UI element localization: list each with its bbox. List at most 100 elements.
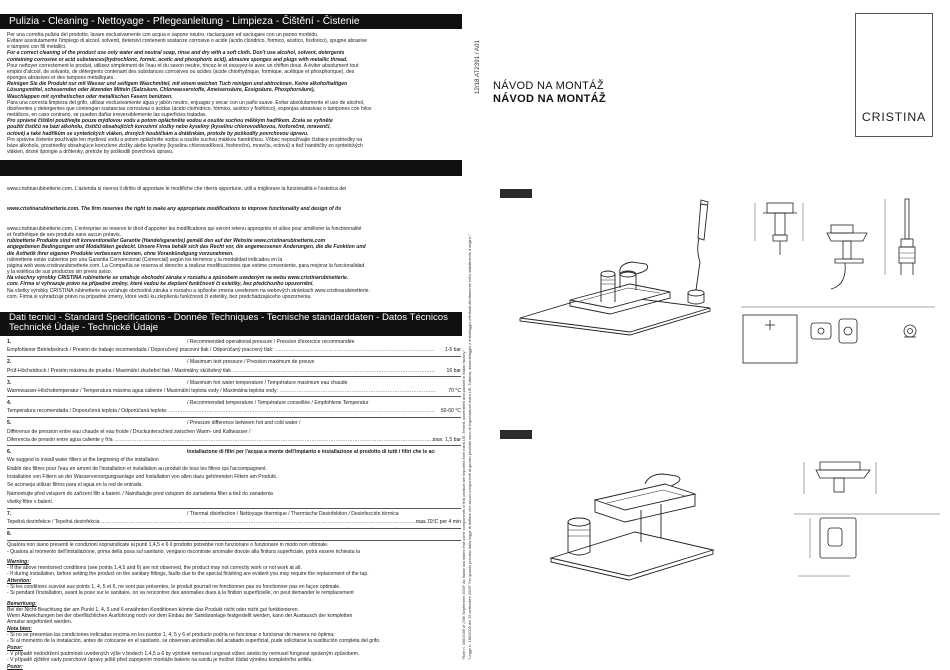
spec-row: 1./ Recommended operational pressure / P… — [7, 338, 461, 346]
product-illustration-top — [519, 199, 711, 336]
cleaning-line: emploi d'alcool, de solvants, de déterge… — [7, 68, 355, 75]
cleaning-line: éponges abrasives et des tampons métalli… — [7, 75, 115, 82]
cleaning-line: Reinigen Sie die Produkt nur mit Wasser … — [7, 81, 348, 88]
brand-logo-box: CRISTINA — [855, 13, 933, 137]
company-line: rubinetterie están cubiertos por una Gar… — [7, 256, 283, 263]
warning-note-line: - V případě nedodržení podmínek uvedenýc… — [7, 650, 360, 657]
spec-number: 5. — [7, 420, 12, 427]
spec-row: všetky filtre v balení. — [7, 498, 461, 506]
spec-label: / Recommended operational pressure / Pre… — [187, 339, 355, 345]
spec-value: 16 bar — [446, 367, 461, 374]
warning-note-line: - Si no se presentan las condiciones ind… — [7, 632, 335, 639]
spec-row: Tepelná dezinfekce / Tepelná dezinfekcia… — [7, 518, 461, 526]
product-illustration-bottom — [549, 473, 715, 581]
cleaning-line: Pre správne čistenie používajte len mydl… — [7, 136, 363, 143]
figure-tag-top — [500, 189, 532, 198]
spec-row: Etablir des filtres pour l'eau en amont … — [7, 465, 461, 473]
spec-row: 7./ Thermal disinfection / Nettoyage the… — [7, 510, 461, 518]
company-line: rubinetterie Produkte sind mit konventio… — [7, 238, 326, 245]
spec-label: Empfohlener Betriebsdruck / Presión de t… — [7, 346, 435, 354]
manual-title-bold: NÁVOD NA MONTÁŽ — [493, 93, 606, 105]
spec-row: Différence de pression entre eau chaude … — [7, 428, 461, 436]
company-notice-it: www.cristinarubinetterie.com. L'azienda … — [7, 186, 461, 196]
spec-value: max. 1,5 bar — [432, 436, 461, 443]
warning-note-line: Qualora non siano presenti le condizioni… — [7, 542, 329, 549]
spec-row: Installation von Filtern an der Wasserve… — [7, 473, 461, 481]
warning-note-line: - V případě zjištění vady povrchové úpra… — [7, 657, 313, 664]
figure-tag-bottom — [500, 430, 532, 439]
warning-note-line: Pozor: — [7, 663, 23, 670]
spec-row: We suggest to install water filters at t… — [7, 456, 461, 464]
cleaning-line: Evitare assolutamente l'impiego di alcoo… — [7, 38, 367, 45]
spec-row: Temperatura recomendada / Doporučená tep… — [7, 407, 461, 415]
spec-label: všetky filtre v balení. — [7, 499, 54, 506]
cleaning-line: metálicos, en caso contrario, se pueden … — [7, 112, 207, 119]
technical-drawing-side-view — [741, 198, 935, 364]
warning-note-line: Warning: — [7, 558, 29, 565]
cleaning-line: octové) a také hadříkům se syntetických … — [7, 130, 309, 137]
cleaning-line: Pro správné čištění používejte pouze mýd… — [7, 118, 333, 125]
company-line: et l'esthétique de ses produits sans auc… — [7, 232, 121, 239]
spec-row: Diferencia de presión entre agua calient… — [7, 436, 461, 444]
warning-note-line: - Si les conditions susvisé aux points 1… — [7, 583, 341, 590]
company-line: com. Firma si vyhradzuje právo na prípad… — [7, 293, 312, 300]
specs-header-line2: Technické Údaje - Technické Údaje — [9, 322, 159, 334]
spec-row: Empfohlener Betriebsdruck / Presión de t… — [7, 346, 461, 354]
company-notice-it-text: www.cristinarubinetterie.com. L'azienda … — [7, 186, 347, 192]
spec-label: Se aconseja utilizar filtros para el agu… — [7, 482, 143, 489]
spec-label: Namontujte před vstupem do zařízení filt… — [7, 490, 273, 497]
company-notice-en-text: www.cristinarubinetterie.com. The firm r… — [7, 206, 342, 212]
cleaning-header: Pulizia - Cleaning - Nettoyage - Pflegea… — [0, 14, 462, 29]
brand-logo: CRISTINA — [861, 110, 927, 124]
spec-label: Diferencia de presión entre agua calient… — [7, 436, 435, 444]
spec-divider — [7, 355, 461, 357]
warning-note-line: - Qualora al momento dell'installazione,… — [7, 548, 360, 555]
document-code: 12/18 AT2391 / A01 — [474, 40, 481, 94]
spec-label: Prüf-Höchstdruck / Presión máxima de pru… — [7, 367, 435, 375]
specs-header: Dati tecnici - Standard Specifications -… — [0, 312, 462, 336]
spec-number: 6. — [7, 448, 12, 455]
company-line: Na všechny výrobky CRISTINA rubinetterie… — [7, 275, 349, 282]
spec-label: / Maximum test pressure / Pression maxim… — [187, 359, 315, 366]
cleaning-line: For a correct cleaning of the product us… — [7, 50, 345, 57]
spec-number: 3. — [7, 379, 12, 386]
spec-value: 1-5 bar — [444, 347, 461, 354]
warning-note-line: Nota bien: — [7, 625, 32, 632]
cleaning-line: Pour nettoyer correctement le produit, u… — [7, 62, 359, 69]
spec-row: Warmwasser-Höchsttemperatur / Temperatur… — [7, 387, 461, 395]
spec-row: Namontujte před vstupem do zařízení filt… — [7, 490, 461, 498]
spec-divider — [7, 527, 461, 529]
company-line: die Ästhetik ihrer eigenen Produkte verb… — [7, 250, 234, 257]
company-line: y la estética de sus productos sin previ… — [7, 269, 113, 276]
company-line: Na všetky výrobky CRISTINA rubinetterie … — [7, 287, 370, 294]
spec-label: / Maximum hot water temperature / Tempér… — [187, 379, 348, 386]
cleaning-line: Per una corretta pulizia del prodotto, l… — [7, 32, 319, 38]
warning-note-line: Wenn Abweichungen bei der oberflächliche… — [7, 613, 353, 620]
spec-label: Warmwasser-Höchsttemperatur / Temperatur… — [7, 387, 435, 395]
spec-label: / Recommended temperature / Température … — [187, 399, 369, 406]
specs-header-line1: Dati tecnici - Standard Specifications -… — [9, 312, 448, 323]
warning-note-line: - If during installation, before setting… — [7, 571, 369, 578]
warning-note-line: - Si pendant l'installation, avant la po… — [7, 590, 354, 597]
company-notice-other-languages: www.cristinarubinetterie.com. L'entrepri… — [7, 226, 461, 310]
spec-label: / Pressure difference between hot and co… — [187, 420, 301, 427]
warning-note-line: - Si al momento de la instalación, antes… — [7, 638, 381, 645]
spec-row: Prüf-Höchstdruck / Presión máxima de pru… — [7, 367, 461, 375]
spec-divider — [7, 376, 461, 378]
company-notice-en: www.cristinarubinetterie.com. The firm r… — [7, 206, 461, 216]
company-line: www.cristinarubinetterie.com. L'entrepri… — [7, 226, 362, 232]
spec-number: 4. — [7, 399, 12, 406]
warning-note-line: Armatur angefordert werden. — [7, 619, 73, 626]
cleaning-line: Para una correcta limpieza del grifo, ut… — [7, 99, 365, 106]
company-line: com. Firma si vyhrazuje právo na případn… — [7, 281, 314, 288]
spec-row: 6.Installazione di filtri per l'acqua a … — [7, 448, 461, 456]
warning-note-line: Attention: — [7, 577, 32, 584]
spec-label: Tepelná dezinfekce / Tepelná dezinfekcia — [7, 518, 435, 526]
company-line: angegebenen Bedingungen und Modalitäten … — [7, 244, 366, 251]
cleaning-line: Waschlappen mit synthetischen oder metal… — [7, 93, 173, 100]
cleaning-line: báze alkoholu, prostriedky obsahujúce ko… — [7, 142, 363, 149]
spec-row: 8. — [7, 530, 461, 538]
company-line: página web www.cristinarubinetterie.com.… — [7, 262, 365, 269]
spec-label: / Thermal disinfection / Nettoyage therm… — [187, 511, 399, 518]
spec-divider — [7, 507, 461, 509]
